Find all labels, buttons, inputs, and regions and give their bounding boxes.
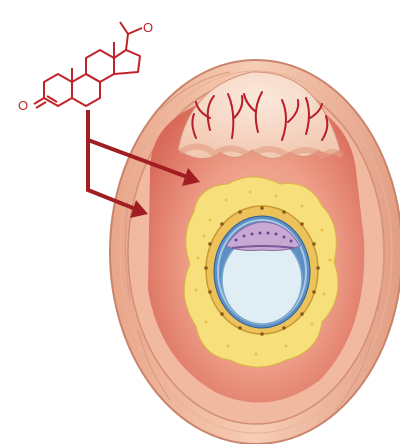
arrow-to-uterine-wall <box>86 138 141 213</box>
inner-cell-mass <box>225 221 301 251</box>
spiral-arteries <box>191 91 329 141</box>
arrowhead-uterine-wall <box>130 200 148 218</box>
endometrium-layer <box>177 71 345 160</box>
oxygen-left-label: O <box>18 98 28 113</box>
oxygen-top-label: O <box>143 20 153 35</box>
steroid-molecule <box>33 21 143 109</box>
arrowhead-endometrium <box>182 168 200 186</box>
